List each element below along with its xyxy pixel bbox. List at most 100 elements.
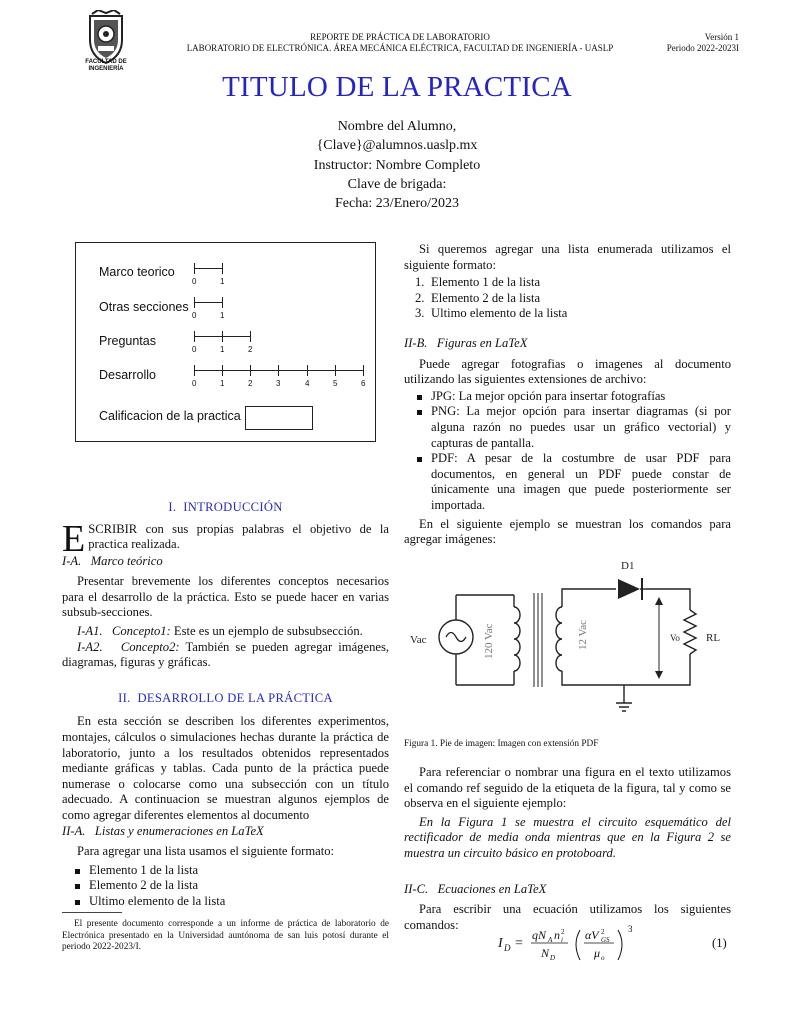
author-name: Nombre del Alumno,	[337, 119, 457, 134]
svg-text:3: 3	[628, 924, 633, 934]
list-item: 3.Ultimo elemento de la lista	[415, 306, 568, 321]
shield-icon	[89, 8, 123, 65]
author-block: Nombre del Alumno, {Clave}@alumnos.uaslp…	[0, 117, 794, 213]
scale-tick: 4	[305, 379, 310, 388]
header-line-1: REPORTE DE PRÁCTICA DE LABORATORIO	[310, 32, 490, 42]
fig-example: En el siguiente ejemplo se muestran los …	[404, 516, 731, 547]
svg-text:o: o	[601, 954, 605, 962]
svg-text:αV: αV	[585, 928, 600, 942]
list-item: Ultimo elemento de la lista	[62, 894, 389, 910]
lists-intro: Para agregar una lista usamos el siguien…	[77, 844, 335, 859]
grade-field[interactable]	[245, 406, 313, 430]
scale-tick: 0	[192, 379, 197, 388]
figure-caption: Figura 1. Pie de imagen: Imagen con exte…	[404, 739, 599, 749]
svg-text:I: I	[497, 936, 504, 951]
list-item: 1.Elemento 1 de la lista	[415, 275, 541, 290]
numbered-list: 1.Elemento 1 de la lista 2.Elemento 2 de…	[404, 275, 731, 322]
right-column: Si queremos agregar una lista enumerada …	[404, 242, 731, 548]
secondary-voltage-label: 12 Vac	[577, 620, 589, 650]
svg-text:A: A	[547, 936, 553, 944]
section-title: INTRODUCCIÓN	[183, 500, 283, 514]
scale-tick: 1	[220, 379, 225, 388]
equation-number: (1)	[712, 936, 727, 950]
subsection-marco: I-A. Marco teórico	[62, 553, 163, 568]
svg-text:D: D	[503, 943, 511, 953]
logo-text-2: INGENIERÍA	[88, 66, 124, 72]
equation-1: I D = qN A n 2 i N D αV 2 GS μ o 3	[497, 924, 633, 962]
section-heading-intro: I. INTRODUCCIÓN	[168, 500, 283, 514]
scale-tick: 2	[248, 379, 253, 388]
grade-label: Calificacion de la practica	[99, 409, 241, 423]
svg-text:μ: μ	[593, 946, 600, 960]
svg-text:qN: qN	[532, 928, 547, 942]
svg-text:=: =	[515, 936, 523, 951]
footnote: El presente documento corresponde a un i…	[62, 919, 389, 952]
faculty-logo: FACULTAD DE INGENIERÍA	[84, 8, 128, 78]
vo-label: Vo	[670, 633, 680, 643]
svg-text:2: 2	[561, 928, 565, 936]
header-period: Periodo 2022-2023I	[666, 43, 739, 53]
scale-tick: 3	[276, 379, 281, 388]
list-item: 2.Elemento 2 de la lista	[415, 290, 541, 305]
subsection-figures: II-B. Figuras en LaTeX	[404, 335, 528, 350]
concepto2-paragraph: I-A2. Concepto2: También se pueden agreg…	[62, 639, 390, 670]
scale-tick: 1	[220, 345, 225, 354]
score-row-label: Otras secciones	[99, 300, 189, 314]
instructor-name: Instructor: Nombre Completo	[313, 157, 481, 173]
ref-text: Para referenciar o nombrar una figura en…	[404, 765, 731, 811]
scale-tick: 5	[333, 379, 338, 388]
enum-intro: Si queremos agregar una lista enumerada …	[404, 242, 731, 272]
subsection-equations: II-C. Ecuaciones en LaTeX	[404, 881, 547, 896]
score-row-label: Marco teorico	[99, 265, 175, 279]
svg-text:D: D	[549, 954, 555, 962]
bullet-list: Elemento 1 de la lista Elemento 2 de la …	[62, 863, 389, 910]
list-item: Elemento 2 de la lista	[62, 878, 389, 894]
diode-label: D1	[621, 560, 634, 572]
bullet-list: JPG: La mejor opción para insertar fotog…	[404, 389, 731, 514]
ref-example: En la Figura 1 se muestra el circuito es…	[404, 814, 731, 860]
scale-tick: 6	[361, 379, 366, 388]
diode-icon	[618, 579, 640, 599]
scale-tick: 2	[248, 345, 253, 354]
dev-paragraph: En esta sección se describen los diferen…	[62, 714, 389, 822]
right-column-lower: Para referenciar o nombrar una figura en…	[404, 765, 731, 933]
score-row-label: Preguntas	[99, 334, 156, 348]
dropcap: E	[62, 517, 86, 560]
author-email: {Clave}@alumnos.uaslp.mx	[316, 138, 478, 154]
eq-intro: Para escribir una ecuación utilizamos lo…	[404, 902, 731, 932]
rectifier-circuit-figure: Vac 120 Vac 12 Vac D1 Vo RL	[410, 560, 720, 712]
primary-voltage-label: 120 Vac	[483, 623, 495, 659]
subsection-lists: II-A. Listas y enumeraciones en LaTeX	[62, 823, 264, 838]
list-item: Elemento 1 de la lista	[62, 863, 389, 879]
page-title: TITULO DE LA PRACTICA	[222, 71, 572, 103]
list-item: PDF: A pesar de la costumbre de usar PDF…	[404, 451, 731, 513]
header-line-2: LABORATORIO DE ELECTRÓNICA. ÁREA MECÁNIC…	[186, 43, 614, 53]
list-item: PNG: La mejor opción para insertar diagr…	[404, 404, 731, 451]
grading-table: Marco teorico Otras secciones Preguntas …	[75, 242, 376, 442]
scale-tick: 0	[192, 311, 197, 320]
vac-label: Vac	[410, 634, 427, 646]
marco-paragraph: Presentar brevemente los diferentes conc…	[62, 574, 389, 620]
concepto1-paragraph: I-A1. Concepto1: Este es un ejemplo de s…	[77, 623, 363, 638]
svg-text:GS: GS	[601, 936, 610, 944]
svg-text:n: n	[554, 928, 560, 942]
svg-text:i: i	[561, 936, 563, 944]
score-row-label: Desarrollo	[99, 368, 156, 382]
logo-text-1: FACULTAD DE	[85, 59, 127, 65]
section-title: DESARROLLO DE LA PRÁCTICA	[137, 690, 333, 705]
scale-tick: 1	[220, 277, 225, 286]
list-item: JPG: La mejor opción para insertar fotog…	[404, 389, 731, 405]
fig-intro: Puede agregar fotografias o imagenes al …	[404, 356, 731, 387]
date: Fecha: 23/Enero/2023	[334, 196, 460, 212]
header-version: Versión 1	[704, 32, 739, 42]
scale-tick: 0	[192, 277, 197, 286]
brigade-key: Clave de brigada:	[347, 176, 447, 192]
scale-tick: 0	[192, 345, 197, 354]
footnote-rule	[62, 912, 122, 913]
svg-text:2: 2	[601, 928, 605, 936]
section-heading-dev: II. DESARROLLO DE LA PRÁCTICA	[118, 690, 333, 705]
scale-tick: 1	[220, 311, 225, 320]
rl-label: RL	[706, 632, 720, 644]
